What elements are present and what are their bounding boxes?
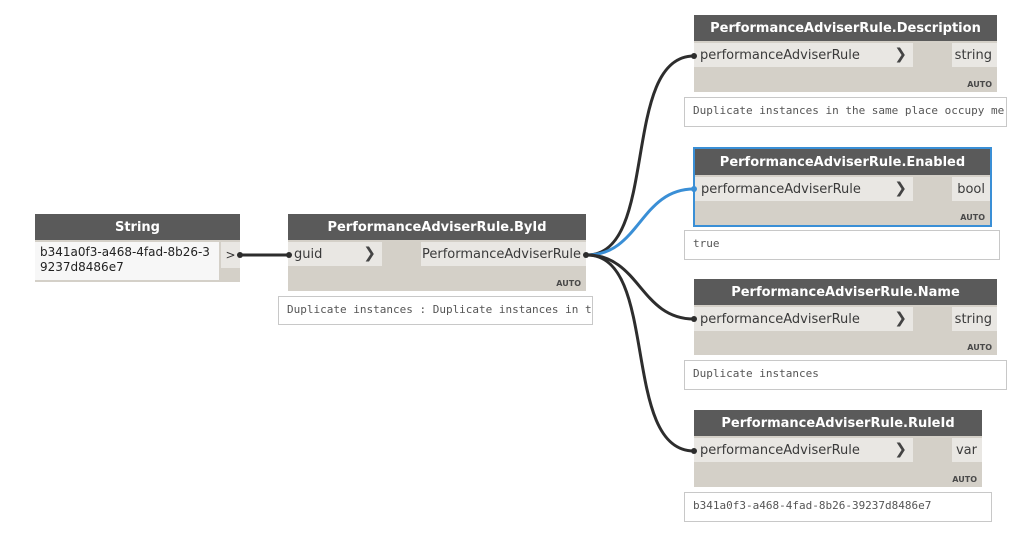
name-node[interactable]: PerformanceAdviserRule.Name performanceA… bbox=[694, 279, 997, 355]
input-port-performanceAdviserRule[interactable]: performanceAdviserRule ❯ bbox=[694, 43, 913, 67]
connector-dot bbox=[583, 252, 589, 258]
output-port[interactable]: string bbox=[952, 307, 997, 331]
node-title: String bbox=[35, 214, 240, 240]
lacing-label: AUTO bbox=[967, 343, 992, 352]
node-title: PerformanceAdviserRule.Enabled bbox=[695, 149, 990, 175]
preview-bubble: Duplicate instances bbox=[684, 360, 1007, 390]
chevron-right-icon: ❯ bbox=[894, 309, 907, 327]
byid-node[interactable]: PerformanceAdviserRule.ById guid ❯ Perfo… bbox=[288, 214, 586, 291]
string-value-field[interactable]: b341a0f3-a468-4fad-8b26-39237d8486e7 bbox=[35, 242, 219, 280]
input-port-label: performanceAdviserRule bbox=[700, 442, 860, 458]
chevron-right-icon: ❯ bbox=[894, 45, 907, 63]
lacing-label: AUTO bbox=[967, 80, 992, 89]
input-port-label: performanceAdviserRule bbox=[700, 47, 860, 63]
chevron-right-icon: ❯ bbox=[363, 244, 376, 262]
input-port-performanceAdviserRule[interactable]: performanceAdviserRule ❯ bbox=[694, 307, 913, 331]
string-node[interactable]: String b341a0f3-a468-4fad-8b26-39237d848… bbox=[35, 214, 240, 282]
preview-bubble: Duplicate instances in the same place oc… bbox=[684, 97, 1007, 127]
connector-dot bbox=[691, 448, 697, 454]
output-port[interactable]: > bbox=[221, 242, 240, 268]
node-title: PerformanceAdviserRule.ById bbox=[288, 214, 586, 240]
input-port-performanceAdviserRule[interactable]: performanceAdviserRule ❯ bbox=[695, 177, 913, 201]
input-port-label: performanceAdviserRule bbox=[700, 311, 860, 327]
wire-byid-to-enabled[interactable] bbox=[586, 187, 695, 257]
node-title: PerformanceAdviserRule.Name bbox=[694, 279, 997, 305]
output-port[interactable]: string bbox=[952, 43, 997, 67]
enabled-node[interactable]: PerformanceAdviserRule.Enabled performan… bbox=[693, 147, 992, 227]
lacing-label: AUTO bbox=[952, 475, 977, 484]
chevron-right-icon: ❯ bbox=[894, 179, 907, 197]
connector-dot bbox=[691, 186, 697, 192]
input-port-performanceAdviserRule[interactable]: performanceAdviserRule ❯ bbox=[694, 438, 913, 462]
wire-byid-to-name[interactable] bbox=[586, 253, 695, 321]
input-port-guid[interactable]: guid ❯ bbox=[288, 242, 382, 266]
connector-dot bbox=[286, 252, 292, 258]
connector-dot bbox=[691, 316, 697, 322]
output-port[interactable]: bool bbox=[952, 177, 990, 201]
output-port[interactable]: var bbox=[952, 438, 982, 462]
lacing-label: AUTO bbox=[960, 213, 985, 222]
wire-byid-to-ruleid[interactable] bbox=[586, 253, 695, 453]
connector-dot bbox=[691, 53, 697, 59]
preview-bubble: Duplicate instances : Duplicate instance… bbox=[278, 296, 593, 325]
input-port-label: performanceAdviserRule bbox=[701, 181, 861, 197]
preview-bubble: true bbox=[684, 230, 1000, 260]
description-node[interactable]: PerformanceAdviserRule.Description perfo… bbox=[694, 15, 997, 92]
lacing-label: AUTO bbox=[556, 279, 581, 288]
node-title: PerformanceAdviserRule.Description bbox=[694, 15, 997, 41]
connector-dot bbox=[237, 252, 243, 258]
chevron-right-icon: ❯ bbox=[894, 440, 907, 458]
ruleid-node[interactable]: PerformanceAdviserRule.RuleId performanc… bbox=[694, 410, 982, 487]
output-port[interactable]: PerformanceAdviserRule bbox=[421, 242, 586, 266]
input-port-label: guid bbox=[294, 246, 323, 262]
node-title: PerformanceAdviserRule.RuleId bbox=[694, 410, 982, 436]
wire-byid-to-description[interactable] bbox=[586, 54, 695, 257]
preview-bubble: b341a0f3-a468-4fad-8b26-39237d8486e7 bbox=[684, 492, 992, 522]
